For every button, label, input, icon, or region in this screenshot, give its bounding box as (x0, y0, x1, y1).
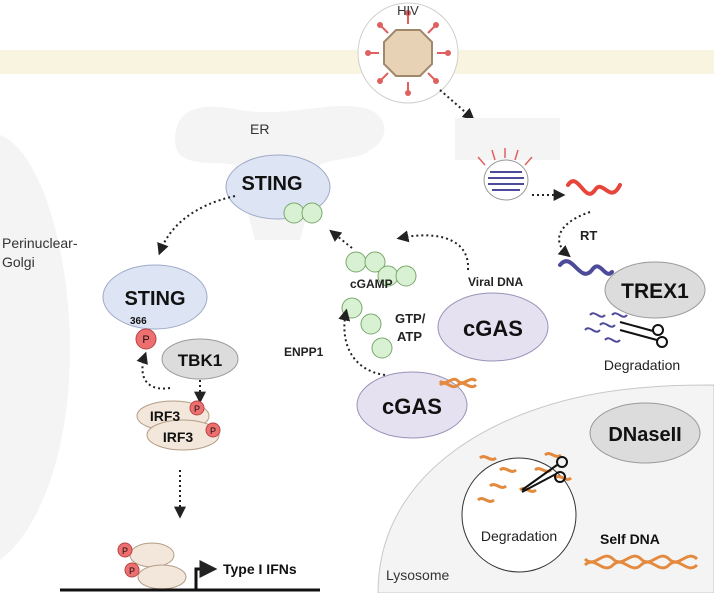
perinuclear-golgi-label-line1: Perinuclear- (2, 235, 78, 251)
gtp-atp-label-line2: ATP (397, 329, 422, 344)
irf3-bottom (146, 419, 220, 451)
tbk1-label: TBK1 (178, 351, 222, 370)
irf3-bottom-phospho-label: P (210, 426, 216, 436)
sting-golgi-protein (102, 264, 208, 330)
er-label: ER (250, 121, 269, 137)
sting-phospho-site (135, 328, 157, 350)
type-i-ifns-label: Type I IFNs (223, 561, 297, 577)
sting-er-label: STING (241, 173, 302, 195)
cgas-self-label: cGAS (382, 394, 442, 419)
sting-golgi-label: STING (124, 288, 185, 310)
enpp1-label: ENPP1 (284, 345, 324, 359)
degraded-viral-dna-fragments (584, 312, 628, 343)
lysosome-degradation-label: Degradation (481, 528, 557, 544)
bound-irf3-b (137, 564, 187, 590)
irf3-top-phospho (189, 400, 205, 416)
residue-366-label: 366 (130, 316, 147, 327)
golgi-region (0, 135, 70, 560)
rt-label: RT (580, 228, 597, 243)
cgamp-label: cGAMP (350, 277, 393, 291)
hiv-virion-icon (365, 10, 451, 96)
arrow-hiv-entry (439, 89, 475, 121)
dnaseii-label: DNaseII (608, 424, 681, 446)
bound-irf3-phospho-a-label: P (122, 546, 128, 556)
lysosome-label: Lysosome (386, 567, 450, 583)
irf3-top-phospho-label: P (194, 404, 200, 414)
arrow-rt (557, 211, 591, 258)
bound-irf3-phospho-b-label: P (129, 566, 135, 576)
plasma-membrane (0, 50, 714, 74)
cgamp-molecules (341, 251, 417, 359)
arrow-tbk1-to-sting (136, 351, 171, 390)
sting-phospho-label: P (142, 334, 149, 346)
capsid-icon (477, 148, 533, 201)
arrow-enpp1 (338, 308, 386, 376)
tbk1-kinase (161, 338, 239, 380)
gtp-atp-label-line1: GTP/ (395, 311, 426, 326)
irf3-bottom-phospho (205, 422, 221, 438)
viral-dna-icon (558, 259, 614, 276)
dnaseii-enzyme (589, 402, 701, 464)
trex1-degradation-label: Degradation (604, 357, 680, 373)
cgas-self-enzyme (356, 371, 468, 439)
scissors-icon (619, 321, 668, 348)
arrow-er-to-golgi (157, 195, 236, 256)
self-dna-label: Self DNA (600, 531, 660, 547)
sting-er-protein (225, 154, 331, 220)
sting-er-cgamp (283, 202, 323, 224)
self-dna-bound-strand (438, 377, 478, 389)
viral-rna-icon (566, 179, 622, 196)
lysosome-degradation-vesicle (461, 457, 577, 573)
lysosome-scissors-icon (521, 456, 568, 493)
viral-dna-label: Viral DNA (468, 275, 523, 289)
hiv-label: HIV (397, 3, 419, 18)
bound-irf3-phospho-a (117, 542, 133, 558)
trex1-enzyme (604, 261, 706, 319)
bound-irf3-a (129, 542, 175, 568)
perinuclear-golgi-label-line2: Golgi (2, 254, 35, 270)
irf3-top-label: IRF3 (150, 408, 181, 424)
trex1-label: TREX1 (621, 280, 689, 303)
arrow-cgas-to-cgamp (396, 230, 470, 271)
arrow-cgamp-to-sting (329, 229, 353, 249)
irf3-bottom-label: IRF3 (163, 429, 194, 445)
transcription-start-arrow (194, 560, 218, 590)
bound-irf3-phospho-b (124, 562, 140, 578)
self-dna-double-helix (583, 554, 699, 570)
cytoplasm-capsid-region (455, 118, 560, 160)
cgas-viral-label: cGAS (463, 316, 523, 341)
cgas-viral-enzyme (437, 292, 549, 362)
